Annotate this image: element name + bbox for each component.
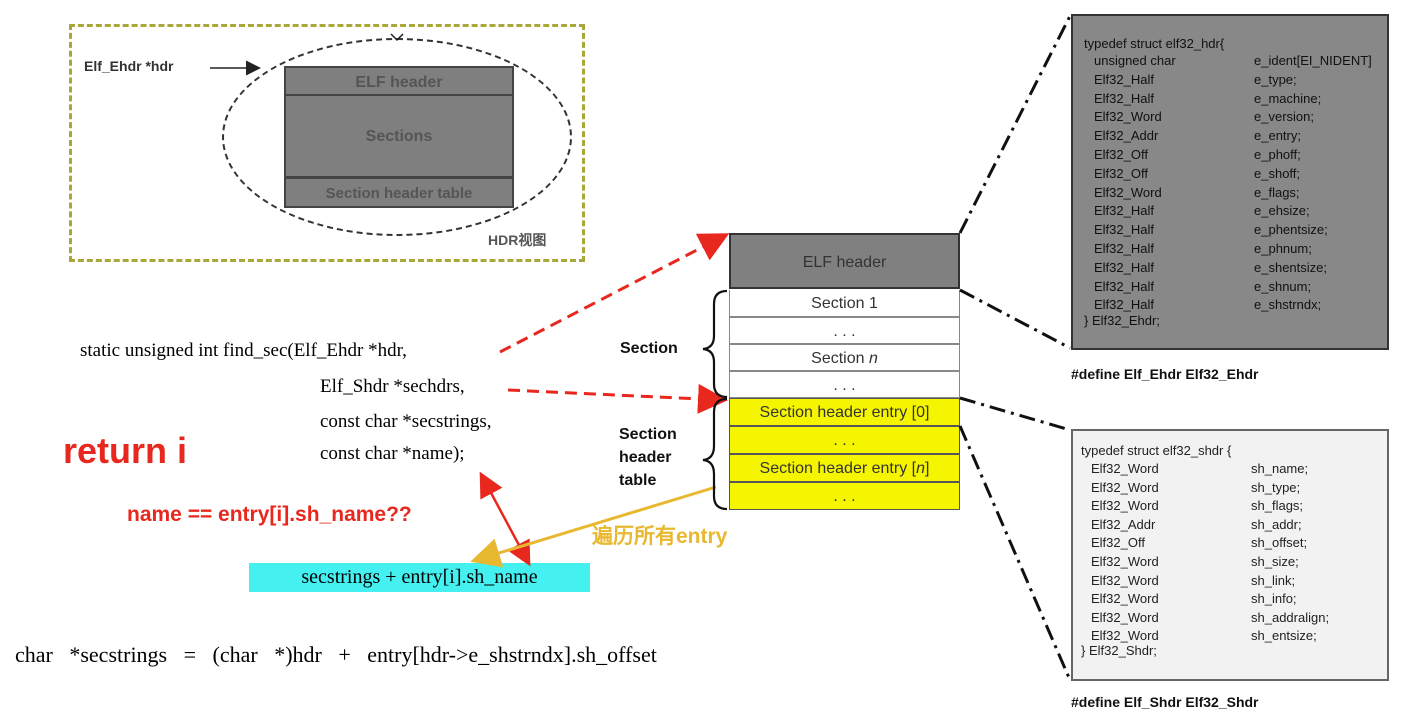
shdr_struct-tail: } Elf32_Shdr; bbox=[1081, 643, 1157, 658]
ehdr_struct-type-13: Elf32_Half bbox=[1094, 297, 1154, 313]
sht-entry-0-cell: Section header entry [0] bbox=[729, 398, 960, 426]
ehdr_struct-type-10: Elf32_Half bbox=[1094, 241, 1154, 256]
ehdr_struct-field-9: e_phentsize; bbox=[1254, 222, 1328, 238]
section-brace-label: Section bbox=[620, 340, 678, 357]
sht-brace-label-3: table bbox=[619, 472, 657, 489]
shdr_struct-type-5: Elf32_Word bbox=[1091, 554, 1159, 569]
ehdr_struct-type-7: Elf32_Word bbox=[1094, 184, 1162, 200]
shdr_struct-field-3: sh_addr; bbox=[1251, 516, 1302, 532]
ehdr_struct-type-11: Elf32_Half bbox=[1094, 259, 1154, 275]
ehdr_struct-field-5: e_phoff; bbox=[1254, 147, 1301, 162]
shdr-connector-top bbox=[959, 396, 1071, 432]
shdr_struct-type-3: Elf32_Addr bbox=[1091, 516, 1156, 532]
elf-header-block: ELF header bbox=[729, 233, 960, 289]
section-n-var: n bbox=[868, 350, 878, 367]
ehdr_struct-type-4: Elf32_Addr bbox=[1094, 128, 1159, 144]
ehdr_struct-type-3: Elf32_Word bbox=[1094, 109, 1162, 125]
ehdr_struct-field-4: e_entry; bbox=[1254, 128, 1301, 144]
section-dots-cell: . . . bbox=[729, 317, 960, 344]
section-n-cell: Section n bbox=[729, 344, 960, 371]
ehdr_struct-type-12: Elf32_Half bbox=[1094, 278, 1154, 294]
compare-label: name == entry[i].sh_name?? bbox=[127, 503, 412, 526]
shdr_struct-field-8: sh_addralign; bbox=[1251, 609, 1330, 625]
ehdr_struct-field-2: e_machine; bbox=[1254, 90, 1322, 106]
traverse-label: 遍历所有entry bbox=[592, 525, 728, 548]
shdr_struct-field-9: sh_entsize; bbox=[1251, 628, 1317, 644]
shdr_struct-type-9: Elf32_Word bbox=[1091, 628, 1159, 644]
ehdr_struct-field-0: e_ident[EI_NIDENT] bbox=[1254, 53, 1372, 68]
shdr_struct-field-1: sh_type; bbox=[1251, 479, 1301, 495]
shdr_struct-field-7: sh_info; bbox=[1251, 591, 1297, 607]
code-line-2: Elf_Shdr *sechdrs, bbox=[320, 376, 465, 397]
hdr-view-section-header-table: Section header table bbox=[284, 178, 514, 208]
hdr-view-frame bbox=[69, 24, 585, 262]
ehdr_struct-field-1: e_type; bbox=[1254, 71, 1297, 87]
shdr_struct-head: typedef struct elf32_shdr { bbox=[1081, 443, 1232, 458]
shdr_struct-field-4: sh_offset; bbox=[1251, 535, 1308, 551]
elf32-shdr-struct-panel bbox=[1071, 429, 1389, 681]
ehdr_struct-type-8: Elf32_Half bbox=[1094, 203, 1154, 219]
secstrings-definition: char *secstrings = (char *)hdr + entry[h… bbox=[15, 642, 657, 667]
ehdr-connector-top bbox=[958, 15, 1072, 234]
ehdr_struct-field-10: e_phnum; bbox=[1254, 241, 1312, 256]
hdr-view-elf-header: ELF header bbox=[284, 66, 514, 96]
shdr_struct-type-7: Elf32_Word bbox=[1091, 591, 1159, 607]
ehdr_struct-type-6: Elf32_Off bbox=[1094, 165, 1148, 181]
ehdr_struct-field-3: e_version; bbox=[1254, 109, 1314, 125]
ehdr_struct-field-6: e_shoff; bbox=[1254, 165, 1301, 181]
return-label: return i bbox=[63, 430, 188, 471]
sechdrs-to-sht-arrow bbox=[507, 383, 728, 414]
hdr-pointer-label: Elf_Ehdr *hdr bbox=[84, 58, 174, 74]
shdr_struct-type-6: Elf32_Word bbox=[1091, 572, 1159, 588]
hdr-view-sections: Sections bbox=[284, 96, 514, 178]
ehdr_struct-field-11: e_shentsize; bbox=[1254, 259, 1327, 275]
section-n-prefix: Section bbox=[811, 350, 869, 367]
shdr-define: #define Elf_Shdr Elf32_Shdr bbox=[1071, 694, 1259, 710]
ehdr_struct-field-12: e_shnum; bbox=[1254, 278, 1312, 294]
ehdr_struct-type-0: unsigned char bbox=[1094, 53, 1176, 68]
sht-brace-label-2: header bbox=[619, 449, 672, 466]
shdr_struct-field-6: sh_link; bbox=[1251, 572, 1296, 588]
ehdr_struct-type-5: Elf32_Off bbox=[1094, 147, 1148, 162]
section-dots-cell-2: . . . bbox=[729, 371, 960, 398]
shdr_struct-type-2: Elf32_Word bbox=[1091, 498, 1159, 514]
ehdr-define: #define Elf_Ehdr Elf32_Ehdr bbox=[1071, 366, 1259, 382]
shdr_struct-type-4: Elf32_Off bbox=[1091, 535, 1145, 551]
sht-brace bbox=[702, 397, 728, 511]
name-compare-arrow bbox=[479, 471, 531, 567]
ehdr_struct-head: typedef struct elf32_hdr{ bbox=[1084, 36, 1225, 51]
ehdr_struct-type-2: Elf32_Half bbox=[1094, 90, 1154, 106]
shdr_struct-field-5: sh_size; bbox=[1251, 554, 1299, 569]
sht-entry-n-var: n bbox=[916, 460, 925, 477]
shdr-connector-bottom bbox=[958, 425, 1072, 681]
sht-dots-cell: . . . bbox=[729, 426, 960, 454]
sht-entry-n-cell: Section header entry [n] bbox=[729, 454, 960, 482]
section-brace bbox=[702, 289, 728, 399]
code-line-1: static unsigned int find_sec(Elf_Ehdr *h… bbox=[80, 340, 407, 361]
sht-entry-n-prefix: Section header entry [ bbox=[759, 460, 917, 477]
section-1-cell: Section 1 bbox=[729, 290, 960, 317]
hdr-view-label: HDR视图 bbox=[488, 232, 547, 248]
shdr_struct-field-2: sh_flags; bbox=[1251, 498, 1304, 514]
sht-brace-label-1: Section bbox=[619, 426, 677, 443]
ehdr_struct-field-8: e_ehsize; bbox=[1254, 203, 1310, 219]
shdr_struct-field-0: sh_name; bbox=[1251, 461, 1309, 476]
shdr_struct-type-8: Elf32_Word bbox=[1091, 609, 1159, 625]
sht-dots-cell-2: . . . bbox=[729, 482, 960, 510]
shdr_struct-type-0: Elf32_Word bbox=[1091, 461, 1159, 476]
ehdr_struct-field-7: e_flags; bbox=[1254, 184, 1300, 200]
code-line-3: const char *secstrings, bbox=[320, 411, 492, 432]
ehdr_struct-field-13: e_shstrndx; bbox=[1254, 297, 1322, 313]
secstrings-expression: secstrings + entry[i].sh_name bbox=[249, 563, 590, 592]
code-line-4: const char *name); bbox=[320, 443, 465, 464]
shdr_struct-type-1: Elf32_Word bbox=[1091, 479, 1159, 495]
sht-entry-n-suffix: ] bbox=[925, 460, 930, 477]
ehdr_struct-type-1: Elf32_Half bbox=[1094, 71, 1154, 87]
ehdr_struct-tail: } Elf32_Ehdr; bbox=[1084, 313, 1160, 329]
elf32-hdr-struct-panel bbox=[1071, 14, 1389, 350]
ehdr-connector-bottom bbox=[959, 288, 1071, 350]
ehdr_struct-type-9: Elf32_Half bbox=[1094, 222, 1154, 238]
